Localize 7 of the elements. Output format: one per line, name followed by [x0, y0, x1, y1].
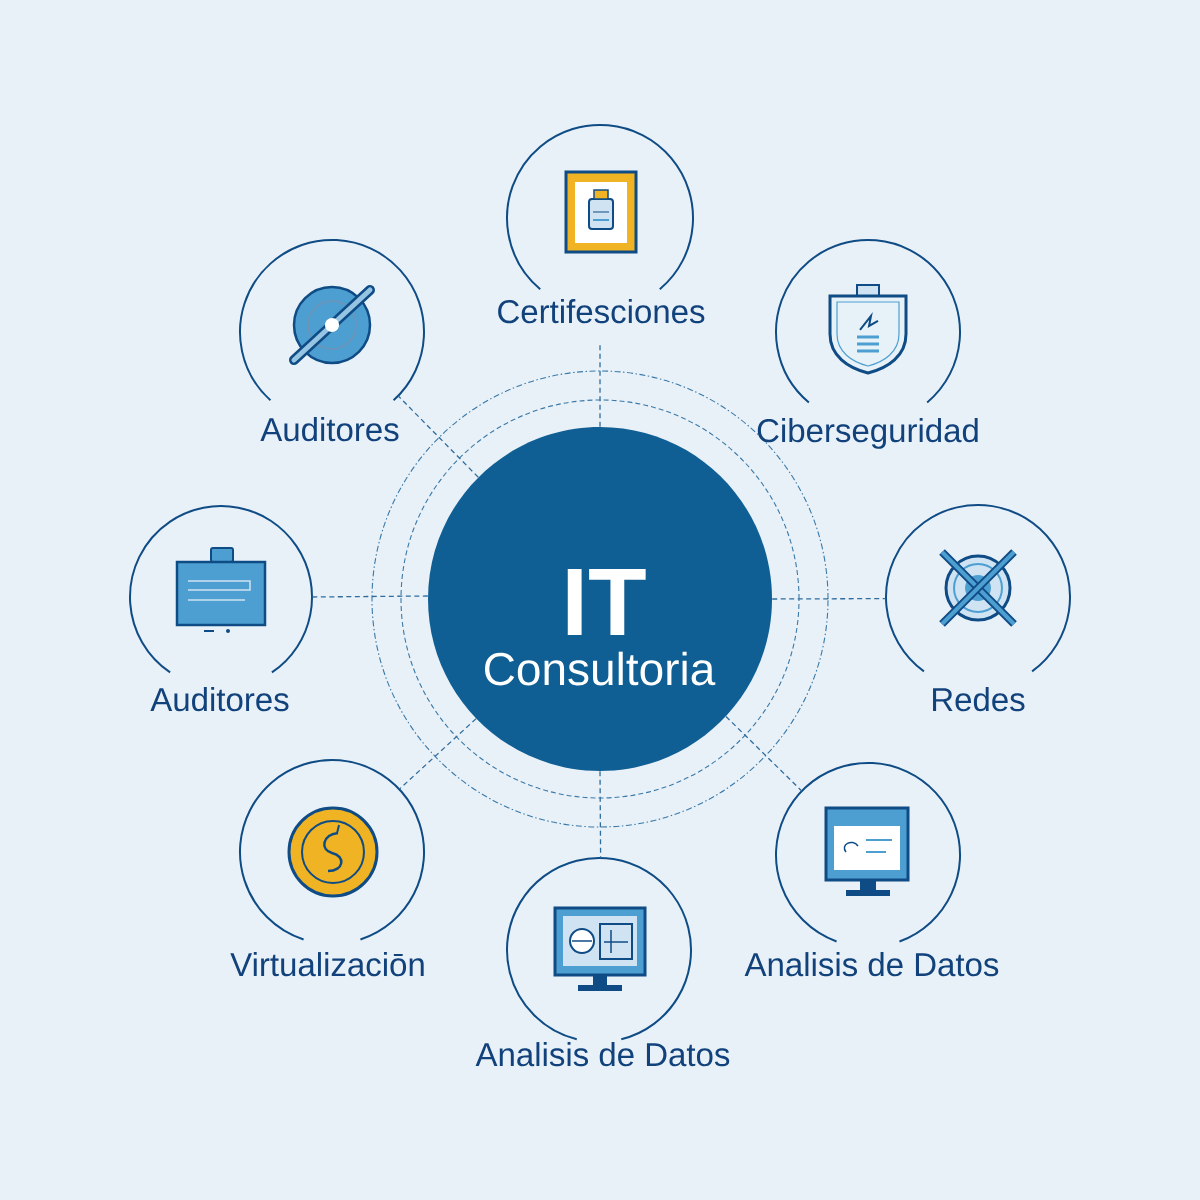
dashed-connector — [398, 717, 477, 790]
dashed-connector — [771, 597, 887, 600]
dashed-connector — [311, 595, 429, 598]
dashed-connector — [599, 770, 602, 859]
dashed-connector — [725, 715, 803, 792]
dashed-connector — [397, 395, 479, 478]
dashed-connector — [599, 344, 601, 428]
